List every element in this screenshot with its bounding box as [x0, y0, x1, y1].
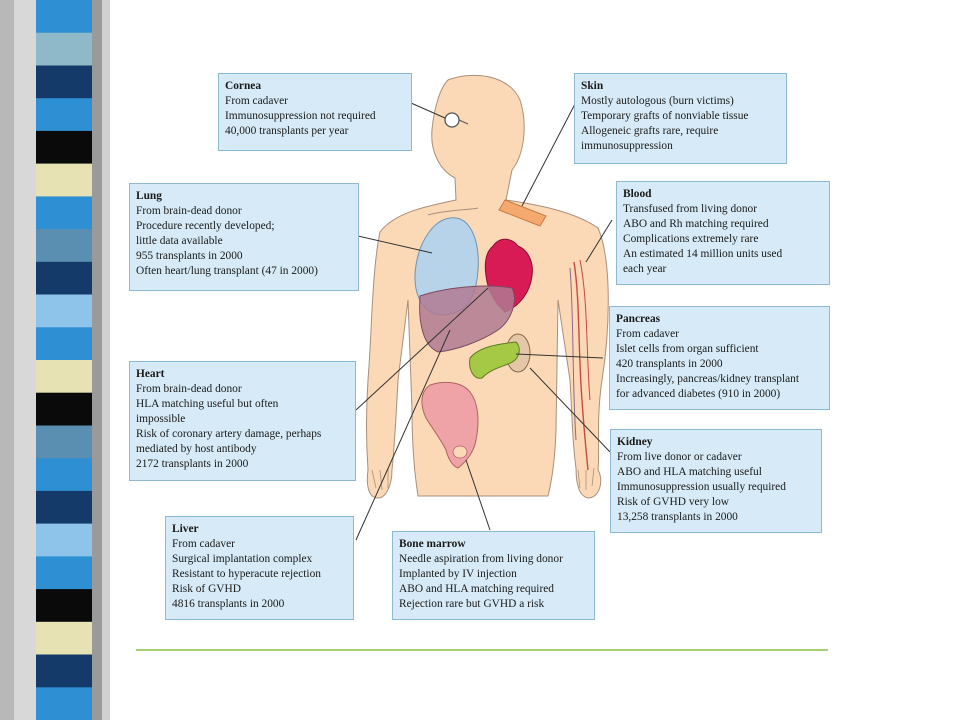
stripe-cell	[36, 196, 92, 230]
stripe-cell	[36, 654, 92, 688]
heart-callout: Heart From brain-dead donor HLA matching…	[129, 361, 356, 481]
heart-line: mediated by host antibody	[136, 443, 257, 455]
stripe-cell	[36, 490, 92, 525]
lung-title: Lung	[136, 190, 162, 202]
stripe-cell	[36, 556, 92, 590]
stripe-cell	[36, 458, 92, 492]
heart-title: Heart	[136, 368, 165, 380]
liver-line: 4816 transplants in 2000	[172, 598, 285, 610]
cornea-title: Cornea	[225, 80, 262, 92]
blood-callout: Blood Transfused from living donor ABO a…	[616, 181, 830, 285]
kidney-line: 13,258 transplants in 2000	[617, 511, 738, 523]
bone-marrow-title: Bone marrow	[399, 538, 466, 550]
decorative-stripe-bar	[0, 0, 110, 720]
pancreas-organ	[469, 341, 520, 379]
stripe-cell	[36, 392, 92, 426]
stripe-cell	[36, 163, 92, 197]
skin-callout: Skin Mostly autologous (burn victims) Te…	[574, 73, 787, 164]
blood-line: each year	[623, 263, 667, 275]
kidney-title: Kidney	[617, 436, 653, 448]
stripe-cell	[36, 621, 92, 655]
blood-line: ABO and Rh matching required	[623, 218, 769, 230]
lung-line: 955 transplants in 2000	[136, 250, 243, 262]
pancreas-title: Pancreas	[616, 313, 661, 325]
pancreas-line: for advanced diabetes (910 in 2000)	[616, 388, 781, 400]
pancreas-line: 420 transplants in 2000	[616, 358, 723, 370]
lung-line: little data available	[136, 235, 223, 247]
pancreas-callout: Pancreas From cadaver Islet cells from o…	[609, 306, 830, 410]
skin-line: Mostly autologous (burn victims)	[581, 95, 734, 107]
stripe-cell	[36, 65, 92, 99]
lung-line: Often heart/lung transplant (47 in 2000)	[136, 265, 318, 277]
leader-lines	[355, 102, 613, 541]
heart-line: 2172 transplants in 2000	[136, 458, 249, 470]
cornea-line: 40,000 transplants per year	[225, 125, 349, 137]
cornea-line: From cadaver	[225, 95, 288, 107]
lung-callout: Lung From brain-dead donor Procedure rec…	[129, 183, 359, 291]
kidney-line: Immunosuppression usually required	[617, 481, 786, 493]
stripe-cell	[36, 687, 92, 720]
stripe-cell	[36, 98, 92, 132]
bone-marrow-line: Rejection rare but GVHD a risk	[399, 598, 545, 610]
stripe-cell	[36, 360, 92, 394]
skin-line: immunosuppression	[581, 140, 673, 152]
liver-line: Surgical implantation complex	[172, 553, 313, 565]
stripe-cell	[36, 523, 92, 557]
kidney-line: From live donor or cadaver	[617, 451, 742, 463]
cornea-line: Immunosuppression not required	[225, 110, 376, 122]
arm-vessels	[573, 261, 589, 471]
cornea-callout: Cornea From cadaver Immunosuppression no…	[218, 73, 412, 151]
blood-title: Blood	[623, 188, 652, 200]
stripe-cell	[36, 294, 92, 328]
stripe-cell	[36, 229, 92, 263]
liver-organ	[419, 285, 515, 353]
blood-line: An estimated 14 million units used	[623, 248, 783, 260]
bone-marrow-line: Needle aspiration from living donor	[399, 553, 563, 565]
liver-callout: Liver From cadaver Surgical implantation…	[165, 516, 354, 620]
blood-line: Transfused from living donor	[623, 203, 758, 215]
stripe-cell	[36, 261, 92, 295]
heart-line: From brain-dead donor	[136, 383, 242, 395]
heart-line: HLA matching useful but often	[136, 398, 279, 410]
bone-marrow-line: Implanted by IV injection	[399, 568, 517, 580]
heart-line: impossible	[136, 413, 186, 425]
skin-line: Temporary grafts of nonviable tissue	[581, 110, 749, 122]
stripe-cell	[36, 130, 92, 165]
stripe-cell	[36, 327, 92, 361]
pancreas-line: From cadaver	[616, 328, 679, 340]
stripe-cell	[36, 0, 92, 34]
liver-title: Liver	[172, 523, 199, 535]
heart-line: Risk of coronary artery damage, perhaps	[136, 428, 322, 440]
stripe-cell	[36, 589, 92, 623]
kidney-line: Risk of GVHD very low	[617, 496, 729, 508]
liver-line: From cadaver	[172, 538, 235, 550]
liver-line: Resistant to hyperacute rejection	[172, 568, 321, 580]
pancreas-line: Islet cells from organ sufficient	[616, 343, 759, 355]
skin-title: Skin	[581, 80, 604, 92]
stripe-cell	[36, 425, 92, 459]
bottom-divider-line	[136, 649, 828, 651]
blood-line: Complications extremely rare	[623, 233, 759, 245]
skin-line: Allogeneic grafts rare, require	[581, 125, 719, 137]
kidney-callout: Kidney From live donor or cadaver ABO an…	[610, 429, 822, 533]
eye-cornea-icon	[444, 112, 469, 128]
lung-line: Procedure recently developed;	[136, 220, 275, 232]
liver-line: Risk of GVHD	[172, 583, 241, 595]
bone-marrow-line: ABO and HLA matching required	[399, 583, 555, 595]
lung-line: From brain-dead donor	[136, 205, 242, 217]
bone-marrow-callout: Bone marrow Needle aspiration from livin…	[392, 531, 595, 620]
skin-graft-patch	[498, 199, 547, 227]
stripe-cell	[36, 32, 92, 66]
kidney-line: ABO and HLA matching useful	[617, 466, 762, 478]
pancreas-line: Increasingly, pancreas/kidney transplant	[616, 373, 800, 385]
